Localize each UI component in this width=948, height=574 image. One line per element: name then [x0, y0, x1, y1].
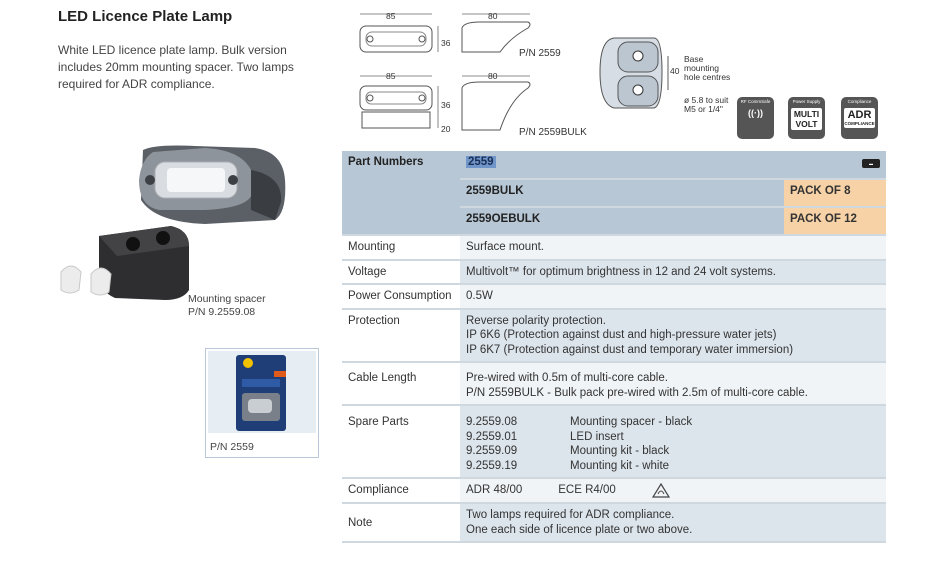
base-mounting-note: Base mounting hole centres	[684, 54, 731, 82]
spec-label: Power Consumption	[342, 284, 460, 310]
compliance-standard: ECE R4/00	[558, 484, 616, 497]
spec-row-voltage: Voltage Multivolt™ for optimum brightnes…	[342, 259, 886, 285]
dim-width-2559: 85	[386, 11, 396, 21]
spare-part-number: 9.2559.08	[466, 416, 518, 428]
base-hole-diagram	[598, 34, 678, 114]
rf-commsafe-icon: RF CommSafe ((·))	[737, 97, 774, 139]
spare-parts-list: 9.2559.08 Mounting spacer - black 9.2559…	[466, 415, 880, 473]
pn-2559bulk-label: P/N 2559BULK	[519, 127, 587, 138]
spec-row-compliance: Compliance ADR 48/00 ECE R4/00	[342, 478, 886, 504]
rcm-compliance-icon	[651, 482, 670, 498]
part-number-row: 2559BULK PACK OF 8	[342, 179, 886, 208]
spare-part-desc: LED insert	[570, 430, 624, 443]
spec-value: ADR 48/00 ECE R4/00	[460, 478, 886, 504]
spare-part-number: 9.2559.19	[466, 459, 518, 472]
product-description: White LED licence plate lamp. Bulk versi…	[58, 43, 294, 91]
spec-value: Surface mount.	[460, 235, 886, 261]
part-number-row: Part Numbers 2559 ▬	[342, 151, 886, 236]
dim-height-2559bulk: 36	[441, 100, 451, 110]
spare-part-number: 9.2559.01	[466, 430, 518, 443]
spec-label: Mounting	[342, 235, 460, 261]
spare-part-number: 9.2559.09	[466, 445, 518, 457]
dimension-diagram-2559	[350, 8, 570, 68]
dim-spacer-2559bulk: 20	[441, 124, 451, 134]
adr-compliance-icon: Compliance ADR COMPLIANCE	[841, 97, 878, 139]
retail-pack-caption: P/N 2559	[210, 441, 254, 453]
spec-row-note: Note Two lamps required for ADR complian…	[342, 503, 886, 543]
pack-size-cell: PACK OF 12	[784, 207, 886, 236]
part-number-cell: 2559BULK	[460, 179, 784, 208]
spec-value: 0.5W	[460, 284, 886, 310]
hole-size-note: ø 5.8 to suit M5 or 1/4"	[684, 95, 729, 114]
pn-2559-label: P/N 2559	[519, 48, 561, 59]
pack-cell-empty: ▬	[784, 151, 886, 180]
retail-pack-box: P/N 2559	[205, 348, 319, 458]
compliance-standard: ADR 48/00	[466, 484, 523, 497]
spec-label: Spare Parts	[342, 405, 460, 479]
spec-row-power: Power Consumption 0.5W	[342, 284, 886, 310]
dim-height-2559: 36	[441, 38, 451, 48]
spacer-caption: Mounting spacer P/N 9.2559.08	[188, 293, 266, 318]
spec-value: Reverse polarity protection. IP 6K6 (Pro…	[460, 308, 886, 363]
dim-depth-2559bulk: 80	[488, 71, 498, 81]
spec-value: Two lamps required for ADR compliance. O…	[460, 503, 886, 543]
spec-label: Compliance	[342, 478, 460, 504]
spec-value: Multivolt™ for optimum brightness in 12 …	[460, 259, 886, 285]
message-icon[interactable]: ▬	[862, 159, 880, 168]
spec-row-cable: Cable Length Pre-wired with 0.5m of mult…	[342, 362, 886, 406]
multivolt-icon: Power Supply MULTI VOLT	[788, 97, 825, 139]
page-title: LED Licence Plate Lamp	[58, 8, 233, 25]
spare-part-desc: Mounting spacer - black	[570, 416, 693, 428]
dim-depth-2559: 80	[488, 11, 498, 21]
spec-table: Part Numbers 2559 ▬ 2559BULK PACK OF 8 2…	[342, 151, 886, 543]
spec-label: Cable Length	[342, 362, 460, 406]
pack-size-cell: PACK OF 8	[784, 179, 886, 208]
spec-label: Note	[342, 503, 460, 543]
part-number-cell: 2559OEBULK	[460, 207, 784, 236]
part-numbers-label: Part Numbers	[342, 151, 460, 236]
dim-hole-spacing: 40	[670, 66, 680, 76]
spare-part-desc: Mounting kit - white	[570, 459, 670, 472]
spec-row-spare-parts: Spare Parts 9.2559.08 Mounting spacer - …	[342, 405, 886, 479]
spare-part-desc: Mounting kit - black	[570, 445, 670, 457]
dimension-diagram-2559bulk	[350, 70, 570, 140]
part-number-cell[interactable]: 2559	[460, 151, 784, 180]
product-photo	[55, 140, 295, 310]
dim-width-2559bulk: 85	[386, 71, 396, 81]
retail-pack-image	[208, 351, 316, 433]
part-number-row: 2559OEBULK PACK OF 12	[342, 207, 886, 236]
spec-label: Protection	[342, 308, 460, 363]
spec-value: 9.2559.08 Mounting spacer - black 9.2559…	[460, 405, 886, 479]
spec-row-mounting: Mounting Surface mount.	[342, 235, 886, 261]
spec-label: Voltage	[342, 259, 460, 285]
spec-row-protection: Protection Reverse polarity protection. …	[342, 308, 886, 363]
spec-value: Pre-wired with 0.5m of multi-core cable.…	[460, 362, 886, 406]
